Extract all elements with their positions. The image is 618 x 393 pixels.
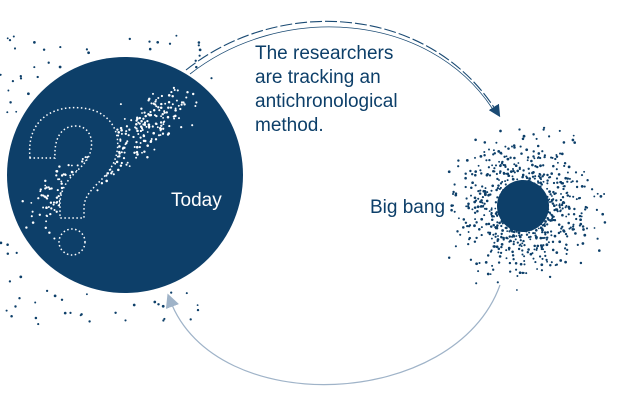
bigbang-core [497,180,549,232]
today-circle [7,57,243,293]
question-mark-icon [29,106,119,256]
caption-line: are tracking an [255,67,381,88]
particle-dust-icon [0,34,213,326]
today-label: Today [171,190,222,211]
forward-arrow [185,20,501,118]
particle-dust-icon [447,126,607,291]
caption-line: The researchers [255,43,394,64]
bigbang-label: Big bang [370,197,446,218]
caption-line: antichronological [255,91,398,112]
caption-line: method. [255,115,324,136]
caption-text: The researchers are tracking an antichro… [255,42,465,138]
return-arrow [165,284,501,386]
